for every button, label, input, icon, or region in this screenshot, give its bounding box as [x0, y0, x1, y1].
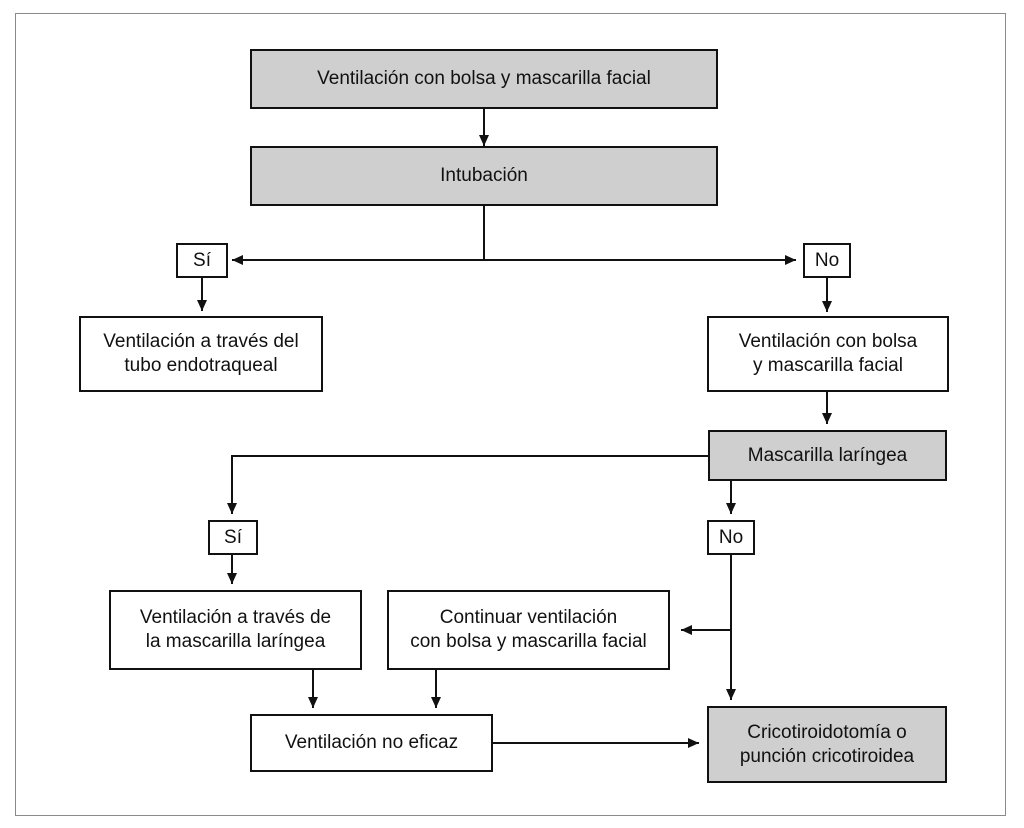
- arrow-lma-to-yes2: [227, 455, 708, 514]
- label-no-2: No: [707, 520, 755, 555]
- diagram-frame: [15, 13, 1006, 816]
- node-intubation: Intubación: [250, 146, 718, 206]
- node-bag-mask-top: Ventilación con bolsa y mascarilla facia…: [250, 49, 718, 109]
- node-laryngeal-mask: Mascarilla laríngea: [708, 430, 947, 481]
- node-bag-mask-right: Ventilación con bolsa y mascarilla facia…: [707, 316, 949, 392]
- node-cricothyroidotomy: Cricotiroidotomía o punción cricotiroide…: [707, 706, 947, 783]
- node-ineffective-ventilation: Ventilación no eficaz: [250, 714, 493, 772]
- node-lma-ventilation: Ventilación a través de la mascarilla la…: [109, 590, 362, 670]
- label-yes-1: Sí: [176, 243, 228, 278]
- label-no-1: No: [803, 243, 851, 278]
- node-continue-bag-mask: Continuar ventilación con bolsa y mascar…: [387, 590, 670, 670]
- node-ett-ventilation: Ventilación a través del tubo endotraque…: [79, 316, 323, 392]
- label-yes-2: Sí: [208, 520, 258, 555]
